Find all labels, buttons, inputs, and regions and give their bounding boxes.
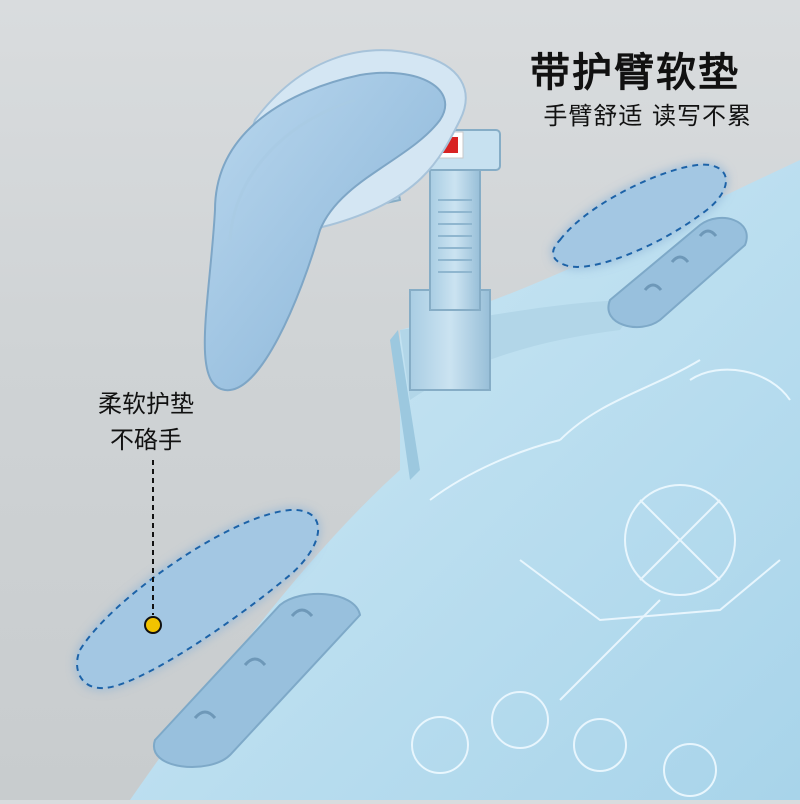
callout-dot	[144, 616, 162, 634]
callout-line-1: 柔软护垫	[98, 390, 194, 418]
headline: 带护臂软垫	[530, 50, 740, 96]
right-arm-pad	[607, 216, 748, 329]
desk-print	[411, 359, 791, 797]
callout-line-2: 不硌手	[110, 426, 182, 454]
subheadline: 手臂舒适 读写不累	[543, 102, 752, 130]
pad-callout: 柔软护垫 不硌手	[86, 386, 206, 458]
floating-pad-left	[76, 508, 320, 690]
floating-pad-top	[552, 163, 727, 268]
headrest-pad	[203, 49, 467, 392]
left-arm-pad	[153, 592, 362, 768]
